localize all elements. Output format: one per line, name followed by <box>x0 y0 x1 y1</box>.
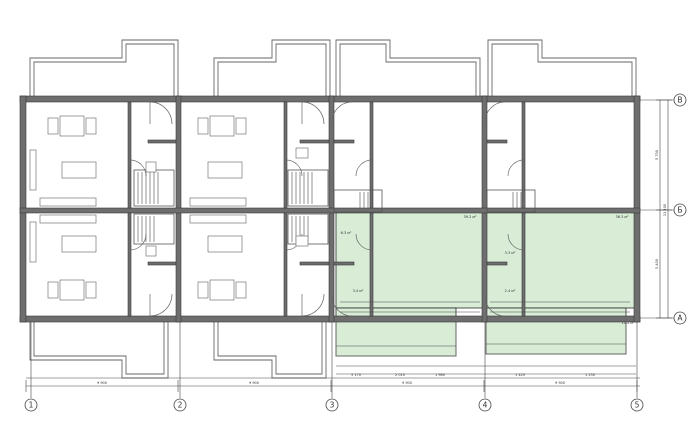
interior-partitions <box>127 101 536 317</box>
axis-2-marker: 2 <box>173 398 187 412</box>
svg-text:3: 3 <box>330 401 335 410</box>
svg-text:4: 4 <box>483 401 488 410</box>
dimension-label: 9 900 <box>97 381 107 385</box>
dimension-label: 3 170 <box>351 373 361 377</box>
axis-a-marker: А <box>673 311 687 325</box>
door-swings <box>129 101 525 317</box>
furniture <box>29 115 309 301</box>
area-label: 6.3 м² <box>341 231 352 235</box>
dimension-label: 5 700 <box>655 150 659 160</box>
axis-5-marker: 5 <box>630 398 644 412</box>
stairs <box>137 172 526 242</box>
room-area-labels: 36.3 м² 39.2 м² 6.3 м² 3.3 м² 3.4 м² 2.4… <box>341 215 635 325</box>
area-label: 3.3 м² <box>505 251 516 255</box>
balconies-bottom <box>29 320 627 379</box>
dimension-label: 1 230 <box>585 373 595 377</box>
right-dimension-chain: 5 700 11 100 5 400 <box>655 99 672 319</box>
dimension-label: 1 960 <box>435 373 445 377</box>
dimension-label: 9 900 <box>402 381 412 385</box>
axis-v-marker: В <box>673 93 687 107</box>
area-label: 3.4 м² <box>353 289 364 293</box>
axis-b-marker: Б <box>673 203 687 217</box>
svg-text:А: А <box>677 314 683 323</box>
exterior-walls <box>19 95 641 323</box>
dimension-label: 9 900 <box>555 381 565 385</box>
svg-text:В: В <box>677 96 682 105</box>
dimension-label: 9 900 <box>249 381 259 385</box>
interior-dimensions <box>336 301 636 375</box>
axis-1-marker: 1 <box>24 398 38 412</box>
balconies-top <box>29 39 637 98</box>
dimension-label: 2 010 <box>395 373 405 377</box>
svg-text:5: 5 <box>635 401 640 410</box>
svg-text:Б: Б <box>677 206 682 215</box>
area-label: 39.2 м² <box>464 215 478 219</box>
bottom-dimension-chain: 9 900 9 900 9 900 9 900 3 170 2 010 1 96… <box>25 373 640 392</box>
area-label: 2.4 м² <box>505 289 516 293</box>
axis-4-marker: 4 <box>478 398 492 412</box>
axis-markers-horizontal: 1 2 3 4 5 <box>24 322 644 412</box>
axis-markers-vertical: В Б А <box>640 93 687 325</box>
axis-3-marker: 3 <box>325 398 339 412</box>
area-label: 36.3 м² <box>616 215 630 219</box>
area-label: 11.2 м² <box>622 321 636 325</box>
dimension-label: 1 420 <box>515 373 525 377</box>
dimension-label: 5 400 <box>655 259 659 269</box>
svg-text:1: 1 <box>29 401 34 410</box>
svg-text:2: 2 <box>178 401 183 410</box>
